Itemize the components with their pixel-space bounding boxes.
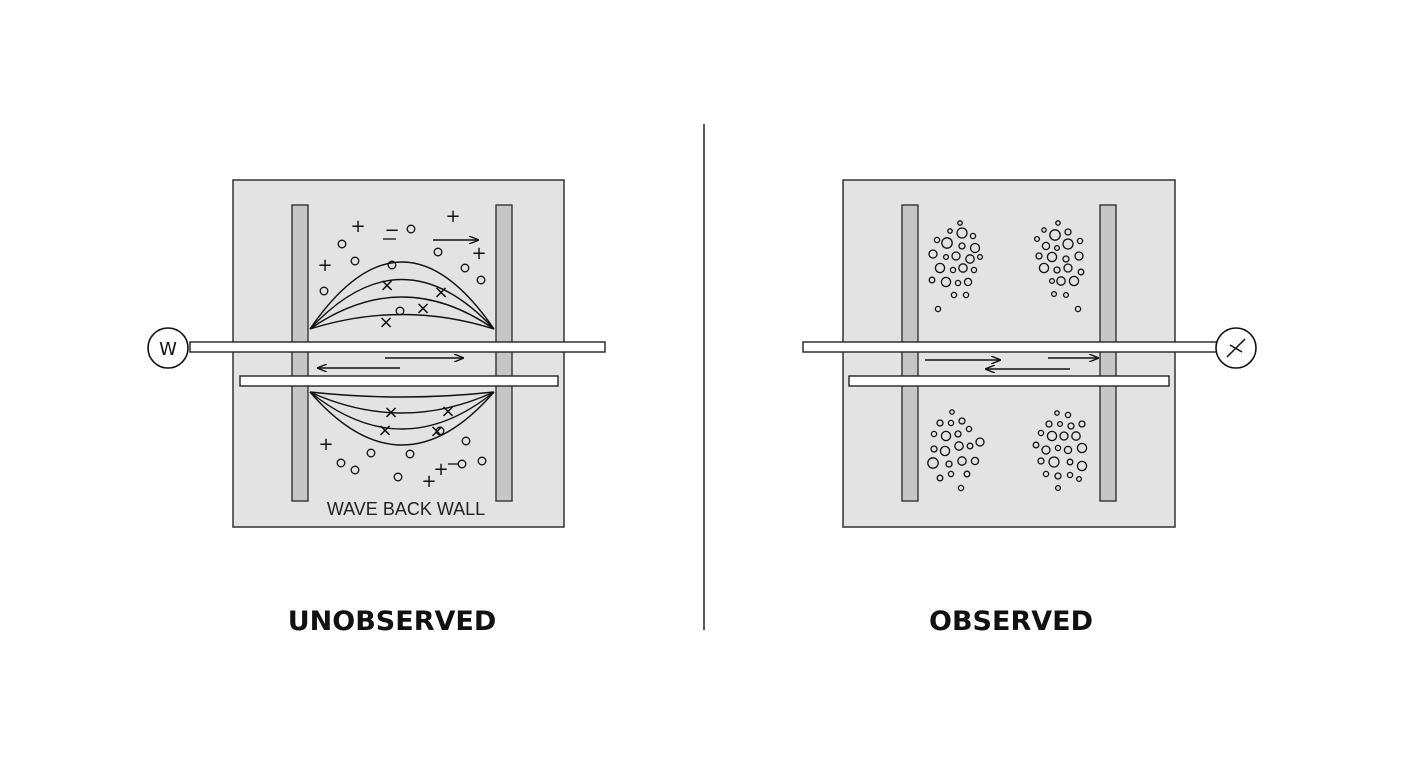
- svg-text:+: +: [433, 459, 448, 480]
- observed-left-slit-wall: [901, 204, 919, 502]
- lower-particle-symbols: × × × × + + +: [318, 401, 487, 492]
- svg-text:×: ×: [377, 420, 392, 441]
- unobserved-flow-arrows: [318, 240, 478, 368]
- plus-probe: [1215, 327, 1257, 369]
- left-slit-wall: [291, 204, 309, 502]
- upper-particle-symbols: + + + + − × × × ×: [317, 206, 486, 333]
- wave-back-wall-label: WAVE BACK WALL: [327, 499, 485, 519]
- observed-chamber: [842, 179, 1176, 528]
- svg-text:×: ×: [440, 401, 455, 422]
- upper-detector-rod: [189, 341, 606, 353]
- svg-text:×: ×: [378, 312, 393, 333]
- observed-flow-arrows: [925, 358, 1098, 369]
- particle-cluster-bottom-left: [927, 409, 985, 492]
- svg-text:×: ×: [433, 282, 448, 303]
- right-slit-wall: [495, 204, 513, 502]
- svg-text:×: ×: [383, 402, 398, 423]
- svg-text:×: ×: [415, 298, 430, 319]
- observed-caption: OBSERVED: [929, 606, 1093, 637]
- particle-cluster-top-right: [1033, 220, 1085, 313]
- unobserved-panel: W + + + + − × × × ×: [147, 179, 606, 637]
- particle-cluster-top-left: [928, 220, 984, 313]
- svg-text:+: +: [350, 216, 365, 237]
- svg-text:+: +: [471, 243, 486, 264]
- unobserved-caption: UNOBSERVED: [288, 606, 497, 637]
- svg-text:+: +: [317, 255, 332, 276]
- lower-wave-arcs: [309, 391, 495, 446]
- w-probe: W: [147, 327, 189, 369]
- svg-text:×: ×: [379, 275, 394, 296]
- svg-text:−: −: [384, 220, 399, 241]
- svg-text:×: ×: [429, 421, 444, 442]
- svg-text:+: +: [421, 471, 436, 492]
- observed-right-slit-wall: [1099, 204, 1117, 502]
- lower-detector-rod: [239, 375, 559, 387]
- observed-lower-detector-rod: [848, 375, 1170, 387]
- observed-upper-detector-rod: [802, 341, 1219, 353]
- w-probe-label: W: [159, 339, 177, 360]
- svg-text:+: +: [445, 206, 460, 227]
- observed-panel: OBSERVED: [802, 179, 1257, 637]
- svg-text:+: +: [318, 434, 333, 455]
- particle-cluster-bottom-right: [1032, 410, 1088, 492]
